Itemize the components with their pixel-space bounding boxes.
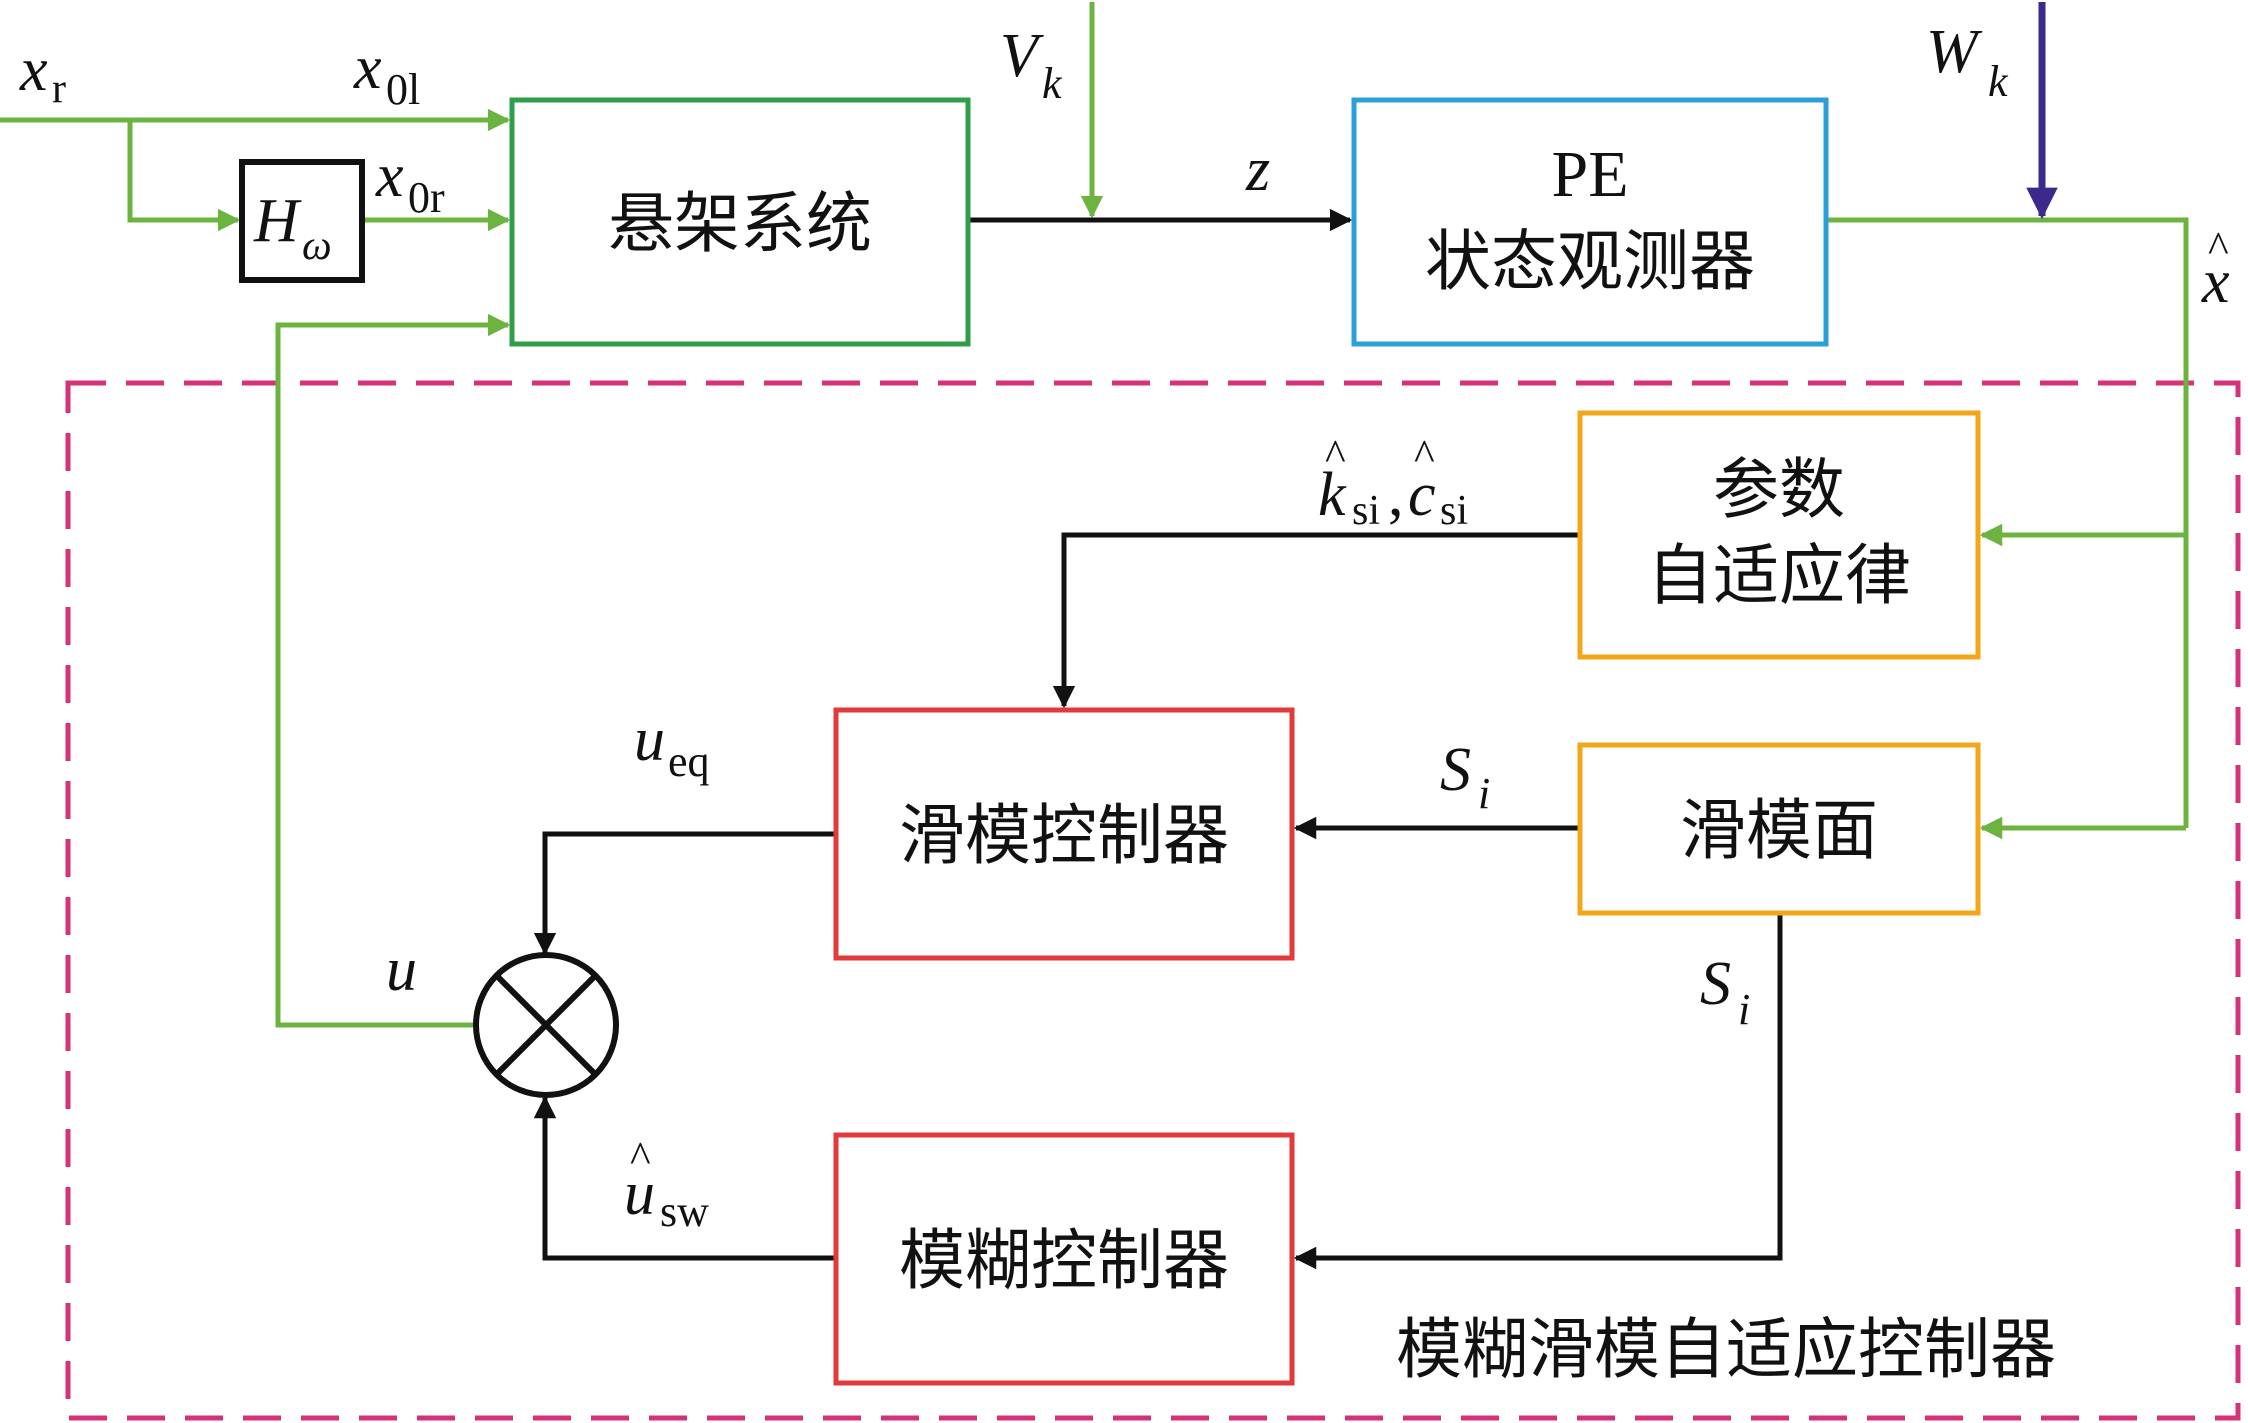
wire-u-feedback [275, 313, 511, 1028]
summing-junction [473, 952, 619, 1098]
svg-text:si: si [1352, 488, 1380, 534]
svg-text:0l: 0l [386, 65, 420, 114]
label-x0l: x 0l [353, 34, 420, 114]
svg-text:k: k [1988, 57, 2009, 106]
svg-text:x: x [375, 142, 404, 210]
svg-text:^: ^ [630, 1133, 651, 1182]
fuzzy-controller-label: 模糊控制器 [899, 1222, 1229, 1299]
filter-subscript: ω [302, 223, 332, 269]
observer-label-pe: PE [1551, 138, 1628, 211]
green-signal-wires [0, 2, 2189, 1028]
adaptive-label-line1: 参数 [1713, 451, 1845, 528]
svg-text:^: ^ [1325, 431, 1346, 480]
sliding-surface-block: 滑模面 [1577, 742, 1981, 916]
svg-text:k: k [1042, 59, 1063, 108]
svg-text:^: ^ [2208, 223, 2229, 272]
svg-text:sw: sw [660, 1187, 709, 1236]
svg-text:i: i [1478, 769, 1490, 818]
wire-ueq-to-sum [533, 831, 836, 956]
parameter-adaptive-law-block: 参数 自适应律 [1577, 410, 1981, 660]
filter-symbol: H [253, 187, 302, 255]
label-xhat: ^ x [2201, 223, 2230, 316]
label-si-to-sliding-controller: S i [1440, 736, 1490, 818]
sliding-mode-controller-block: 滑模控制器 [833, 707, 1295, 961]
svg-text:V: V [1000, 22, 1044, 90]
svg-text:i: i [1738, 985, 1750, 1034]
svg-text:r: r [52, 66, 66, 112]
adaptive-label-line2: 自适应律 [1647, 537, 1911, 614]
label-wk: W k [1926, 18, 2009, 106]
label-ueq: u eq [634, 706, 710, 786]
sliding-surface-label: 滑模面 [1680, 792, 1878, 869]
suspension-system-label: 悬架系统 [608, 185, 872, 262]
svg-text:si: si [1440, 488, 1468, 534]
wire-surface-to-fuzzy-controller [1293, 912, 1783, 1270]
fuzzy-controller-block: 模糊控制器 [833, 1132, 1295, 1386]
svg-text:W: W [1926, 18, 1983, 86]
wire-observer-output [1826, 217, 2189, 828]
label-si-to-fuzzy-controller: S i [1700, 950, 1750, 1034]
label-usw: ^ u sw [624, 1133, 709, 1236]
svg-text:k: k [1318, 461, 1347, 529]
controller-frame [65, 380, 2241, 1421]
wire-usw-to-sum [533, 1095, 836, 1261]
wire-xr-branch-to-filter [127, 120, 241, 232]
svg-text:u: u [634, 706, 665, 774]
label-z: z [1245, 136, 1270, 204]
svg-text:S: S [1700, 950, 1731, 1018]
label-xr: x r [19, 36, 66, 112]
svg-text:0r: 0r [408, 173, 445, 222]
label-u: u [386, 936, 417, 1004]
svg-text:x: x [2201, 248, 2230, 316]
filter-block: H ω [239, 159, 365, 283]
svg-text:c: c [1408, 461, 1436, 529]
label-adaptive-estimates: ^ k si , ^ c si [1318, 431, 1468, 534]
suspension-system-block: 悬架系统 [509, 97, 971, 347]
svg-text:eq: eq [668, 737, 710, 786]
svg-text:u: u [624, 1160, 655, 1228]
svg-text:x: x [353, 34, 382, 102]
black-signal-wires [533, 208, 1783, 1270]
label-x0r: x 0r [375, 142, 445, 222]
svg-text:S: S [1440, 736, 1471, 804]
label-vk: V k [1000, 22, 1063, 108]
svg-text:x: x [19, 36, 48, 104]
sliding-controller-label: 滑模控制器 [899, 797, 1229, 874]
svg-text:,: , [1388, 461, 1404, 529]
pe-state-observer-block: PE 状态观测器 [1351, 97, 1829, 347]
observer-label-name: 状态观测器 [1425, 223, 1755, 300]
wire-adaptive-to-sliding-controller [1052, 532, 1580, 709]
frame-label: 模糊滑模自适应控制器 [1396, 1311, 2056, 1388]
svg-text:^: ^ [1414, 431, 1435, 480]
